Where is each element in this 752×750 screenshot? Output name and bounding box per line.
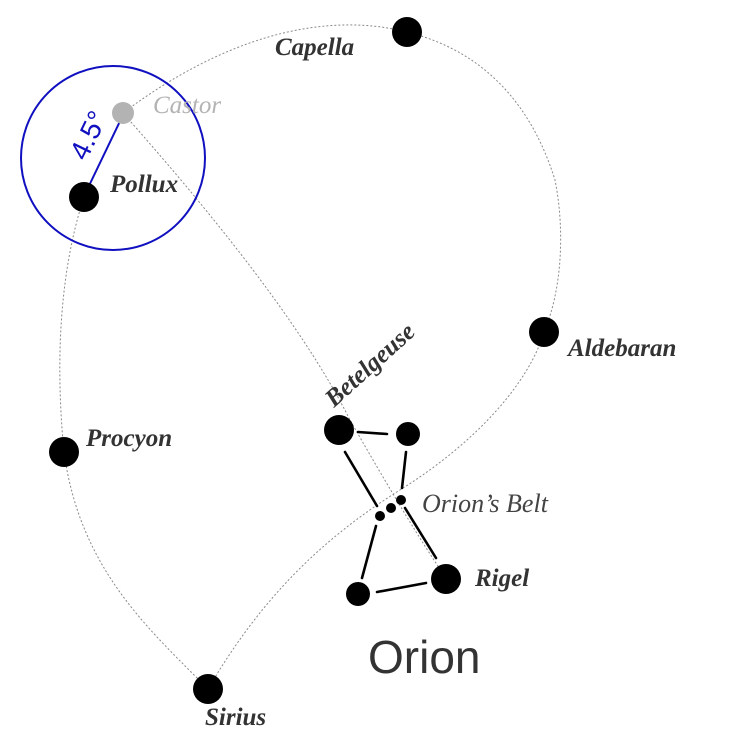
star-aldebaran (529, 317, 559, 347)
star-castor (112, 102, 134, 124)
label-castor: Castor (153, 92, 221, 119)
orion-line-feet (375, 581, 428, 594)
angle-label: 4.5° (64, 106, 114, 165)
label-aldebaran: Aldebaran (566, 335, 676, 362)
star-rigel (431, 564, 461, 594)
star-procyon (49, 437, 79, 467)
star-saiph (346, 582, 370, 606)
constellation-title: Orion (368, 631, 480, 683)
star-pollux (69, 182, 99, 212)
label-orions-belt: Orion’s Belt (422, 489, 549, 518)
orion-line-left-leg (360, 524, 378, 580)
label-rigel: Rigel (474, 565, 529, 592)
orion-line-shoulders (356, 430, 389, 436)
star-bellatrix (396, 422, 420, 446)
angle-circle (20, 65, 206, 251)
orion-line-right-side (400, 450, 408, 490)
orion-line-body (343, 450, 379, 508)
label-sirius: Sirius (205, 704, 266, 731)
label-capella: Capella (275, 34, 354, 61)
star-belt-east (396, 495, 406, 505)
castor-rigel-path (122, 112, 447, 579)
label-pollux: Pollux (109, 171, 178, 198)
star-sirius (193, 674, 223, 704)
orion-figure (343, 430, 438, 594)
star-capella (392, 17, 422, 47)
angle-arc-line (85, 114, 124, 193)
orion-line-belt-to-rigel (403, 506, 438, 560)
star-betelgeuse (324, 415, 354, 445)
star-belt-middle (386, 503, 396, 513)
label-procyon: Procyon (85, 425, 172, 452)
label-betelgeuse: Betelgeuse (319, 318, 420, 413)
star-belt-west (375, 511, 385, 521)
